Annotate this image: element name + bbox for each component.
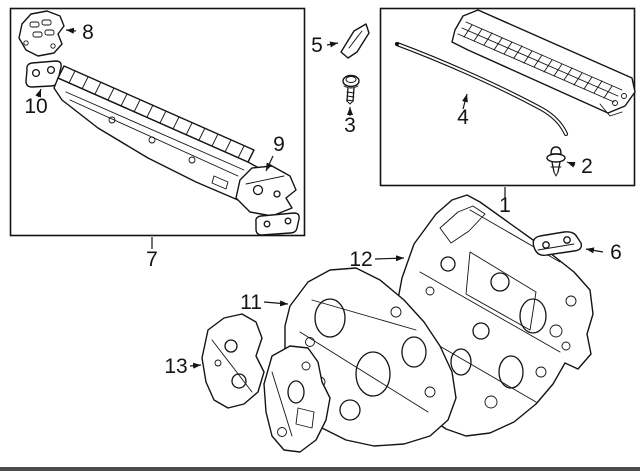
part-5-corner-piece	[340, 23, 370, 59]
callout-1: 1	[499, 194, 511, 217]
callout-2: 2	[581, 155, 593, 178]
leader-arrow-4	[462, 93, 468, 110]
part-10-plate	[25, 60, 62, 88]
callout-6: 6	[610, 241, 622, 264]
part-9-bracket	[235, 165, 300, 236]
louver-hatching-left	[68, 70, 245, 159]
part-1-cowl-top-panel	[451, 9, 636, 117]
inset-box-cowl-sub-assembly	[9, 7, 306, 237]
leader-arrow-12	[374, 255, 405, 262]
callout-7: 7	[146, 248, 158, 271]
callout-3: 3	[344, 114, 356, 137]
part-3-bolt	[342, 74, 360, 105]
part-8-bracket	[18, 10, 65, 57]
callout-8: 8	[82, 21, 94, 44]
callout-labels: 1 2 3 4 5 6 7 8 9 10 11 12 13	[24, 21, 622, 378]
part-4-weatherstrip	[394, 41, 569, 137]
part-7-cowl-panel	[53, 65, 273, 203]
leader-arrow-8	[65, 27, 77, 34]
inset-box-cowl-top	[340, 7, 636, 187]
louver-hatching-right	[463, 24, 613, 99]
callout-12: 12	[349, 248, 372, 271]
leader-arrow-6	[585, 247, 604, 254]
callout-9: 9	[273, 133, 285, 156]
bottom-edge-bar	[0, 467, 640, 471]
leader-arrow-11	[263, 300, 289, 307]
part-2-clip	[546, 146, 566, 177]
leader-arrow-2	[566, 161, 576, 168]
leader-arrow-13	[189, 362, 202, 369]
inset-box-left-border	[9, 7, 306, 237]
leader-arrow-5	[326, 41, 339, 48]
callout-5: 5	[311, 34, 323, 57]
callout-13: 13	[164, 355, 187, 378]
callout-11: 11	[240, 291, 262, 314]
inset-box-right-border	[379, 7, 636, 187]
part-13-lower-insulators	[201, 313, 331, 453]
leader-arrow-10	[35, 88, 42, 98]
leader-arrow-9	[265, 155, 274, 172]
leader-lines	[35, 27, 604, 369]
callout-4: 4	[457, 106, 469, 129]
part-6-bracket	[532, 231, 583, 257]
callout-10: 10	[24, 95, 47, 118]
